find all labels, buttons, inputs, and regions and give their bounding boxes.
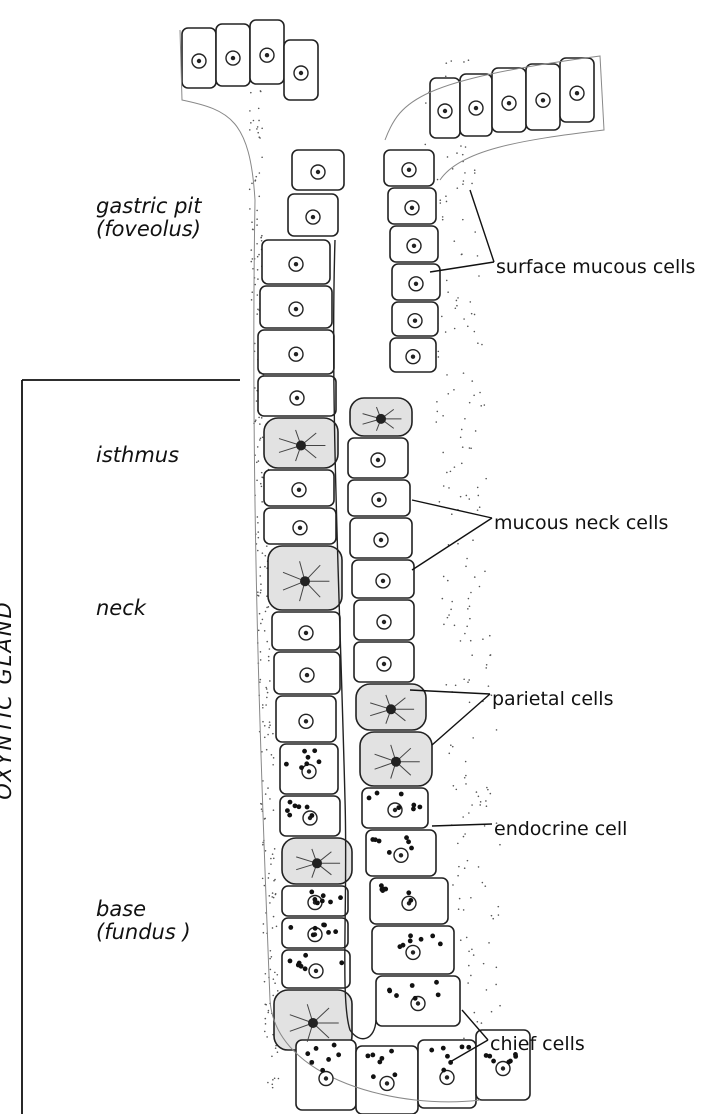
- mucous-neck-cells-label: mucous neck cells: [494, 512, 668, 534]
- chief-cells-label: chief cells: [490, 1033, 585, 1055]
- neck-label: neck: [96, 597, 146, 620]
- gland-cells: [180, 20, 604, 1114]
- base-label: base (fundus ): [96, 898, 191, 944]
- oxyntic-gland-label: OXYNTIC GLAND: [0, 580, 18, 820]
- surface-mucous-cells-label: surface mucous cells: [496, 256, 695, 278]
- oxyntic-gland-bracket: [22, 380, 240, 1114]
- endocrine-cell-label: endocrine cell: [494, 818, 627, 840]
- parietal-cells-label: parietal cells: [492, 688, 614, 710]
- isthmus-label: isthmus: [96, 444, 179, 467]
- gastric-pit-label: gastric pit (foveolus): [96, 195, 201, 241]
